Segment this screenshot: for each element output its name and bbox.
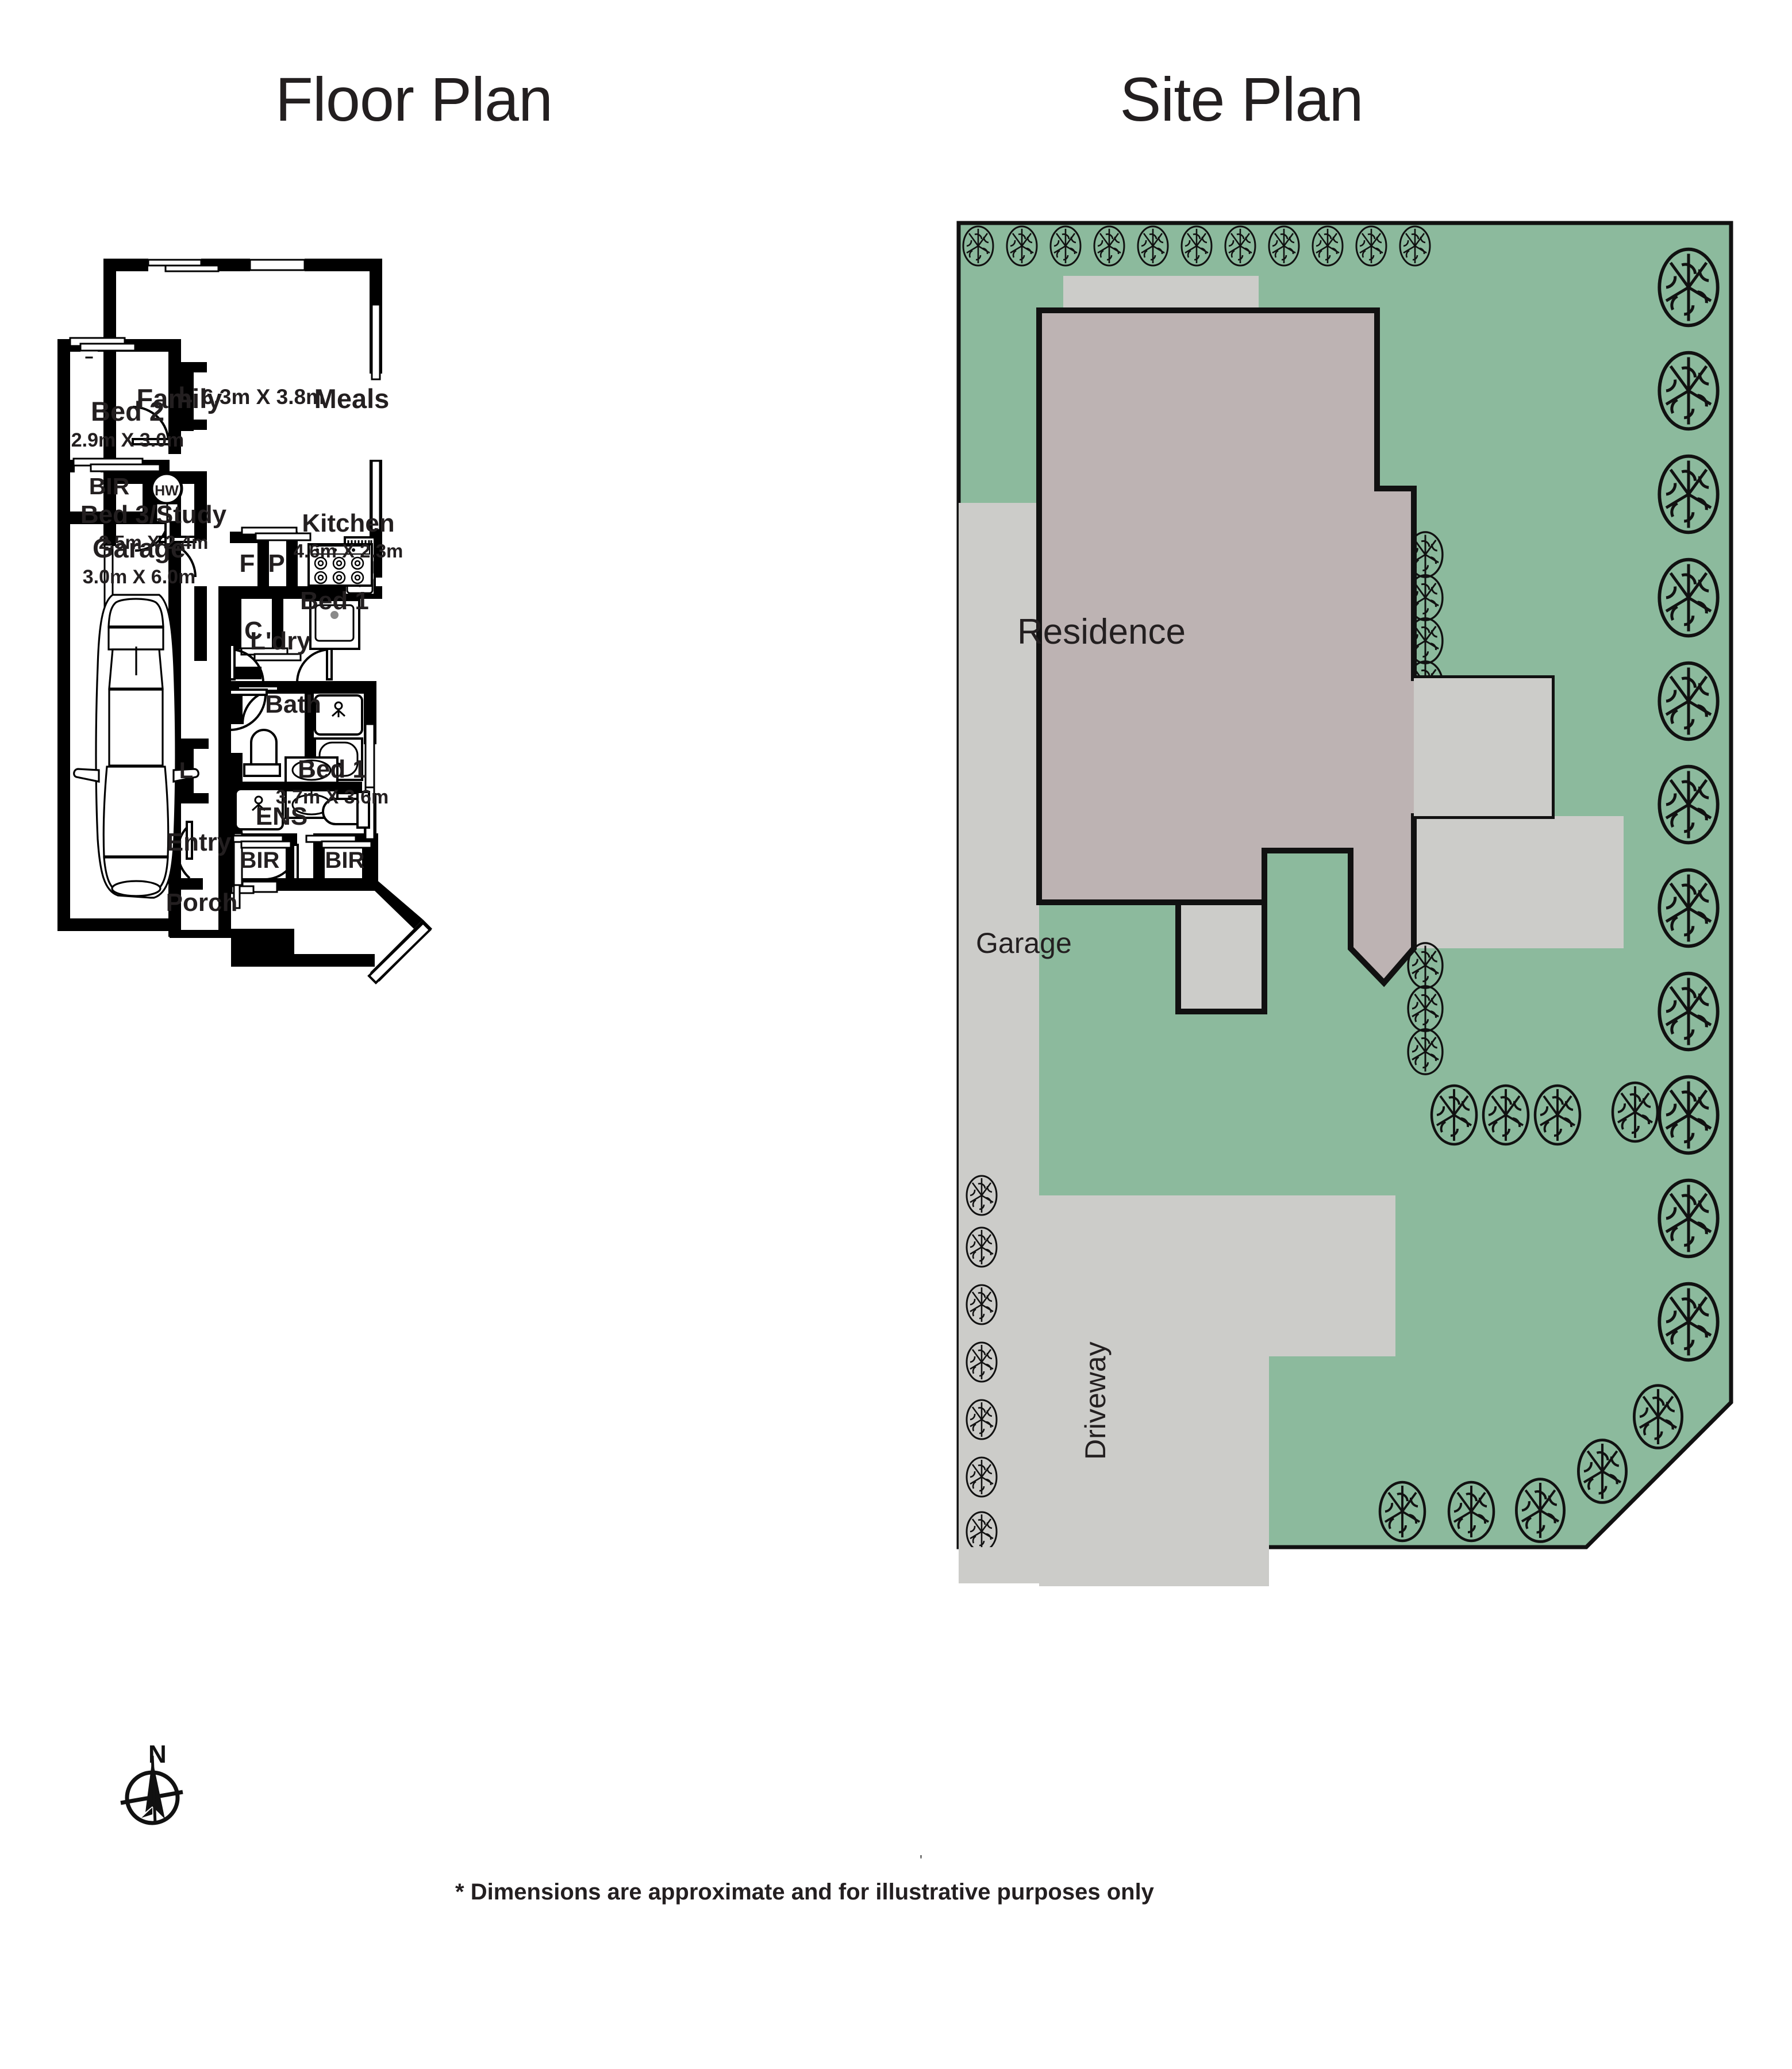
label-kitchen: Kitchen: [302, 509, 394, 537]
label-pantry: P: [268, 549, 284, 578]
label-kitchen-dims: 4.6m X 2.3m: [294, 540, 403, 562]
toilet-bath-icon: [243, 729, 281, 777]
floor-plan-labels: Family 6.3m X 3.8m Meals Kitchen 4.6m X …: [71, 382, 403, 917]
label-ens: ENS: [256, 802, 307, 830]
site-plan-labels: Residence Garage Driveway: [976, 612, 1186, 1460]
laundry-trough-icon: [309, 599, 360, 650]
label-bath: Bath: [265, 690, 321, 718]
floor-plan-doors: [132, 406, 333, 880]
ens-shower-icon: [234, 788, 284, 830]
compass-north-label: N: [148, 1740, 167, 1768]
label-garage-dims: 3.0m X 6.0m: [83, 566, 196, 588]
label-site-residence: Residence: [1017, 612, 1186, 652]
label-cupboard: C: [244, 617, 263, 645]
car-icon: [73, 594, 199, 899]
label-meals: Meals: [314, 383, 390, 414]
label-site-garage: Garage: [976, 927, 1072, 959]
label-fridge: F: [240, 549, 255, 578]
label-porch: Porch: [166, 889, 238, 917]
site-plan-title: Site Plan: [1120, 64, 1363, 134]
label-bed3-dims: 2.5m X 2.4m: [99, 532, 209, 553]
vanity-bath-icon: [284, 756, 339, 784]
label-family-dims: 6.3m X 3.8m: [202, 385, 325, 409]
bed1-label-group: Bed 1 3.7m X 3.6m: [276, 755, 389, 808]
compass-rose-icon: N: [120, 1740, 183, 1825]
label-bir-right: BIR: [325, 848, 365, 873]
disclaimer-text: * Dimensions are approximate and for ill…: [455, 1879, 1154, 1905]
label-entry: Entry: [167, 828, 232, 856]
bed1-sliding-door: [367, 921, 432, 984]
east-paved-path: [1414, 678, 1552, 816]
label-hot-water: HW: [155, 483, 179, 499]
floor-plan-title: Floor Plan: [275, 64, 553, 134]
label-linen-upper: L: [179, 382, 193, 407]
shower-icon: [314, 694, 363, 736]
hot-water-icon: [150, 472, 183, 523]
floor-plan-drawing: Family 6.3m X 3.8m Meals Kitchen 4.6m X …: [57, 259, 432, 984]
label-bir-left: BIR: [240, 848, 280, 873]
label-bed1-name: Bed 1: [298, 755, 367, 783]
label-bed2: Bed 2: [91, 396, 164, 426]
stray-mark: ': [920, 1852, 922, 1869]
toilet-ens-icon: [322, 791, 370, 829]
label-ldry: L'dry: [250, 627, 311, 655]
cooktop-icon: [307, 543, 373, 587]
label-garage: Garage: [93, 533, 186, 563]
label-bed1-dims: 3.7m X 3.6m: [276, 786, 389, 808]
label-bed3: Bed 3/Study: [80, 501, 227, 529]
label-bed2-dims: 2.9m X 3.0m: [71, 429, 184, 451]
label-site-driveway: Driveway: [1079, 1341, 1112, 1460]
label-bed1: Bed 1: [300, 587, 369, 615]
label-bir-bed2: BIR: [89, 473, 130, 499]
floor-plan-windows: [69, 259, 381, 909]
site-plan-drawing: Residence Garage Driveway: [956, 221, 1733, 1586]
label-linen-lower: L: [179, 758, 193, 783]
label-family: Family: [137, 383, 222, 414]
